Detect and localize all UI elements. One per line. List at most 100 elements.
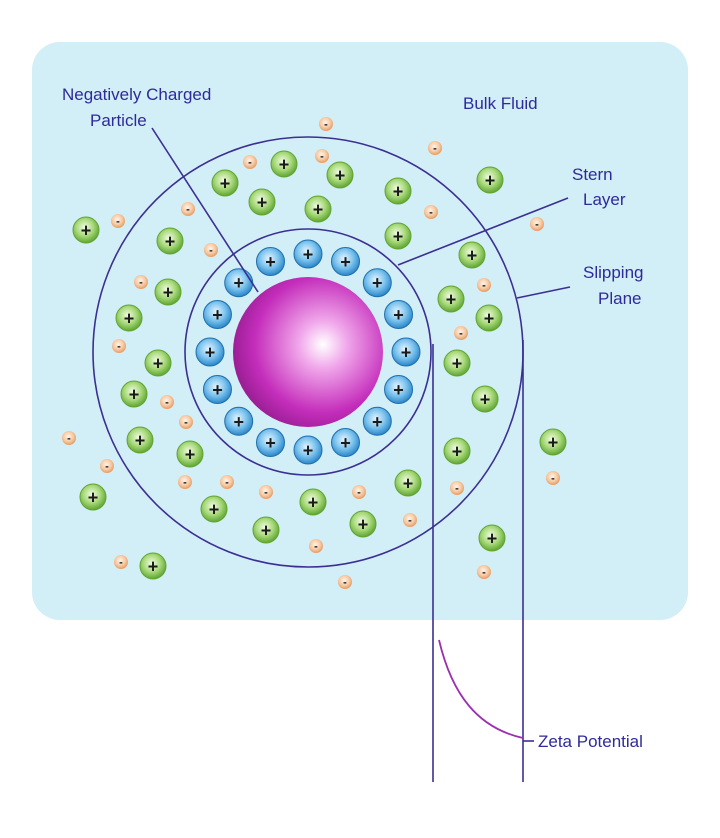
svg-text:-: -: [429, 207, 433, 219]
svg-text:-: -: [314, 541, 318, 553]
anion: -: [62, 431, 76, 445]
diffuse-layer-cation: +: [437, 285, 465, 313]
diffuse-layer-cation: +: [72, 216, 100, 244]
anion: -: [111, 214, 125, 228]
anion: -: [112, 339, 126, 353]
diffuse-layer-cation: +: [211, 169, 239, 197]
svg-text:+: +: [88, 488, 99, 508]
stern-layer-cation: +: [202, 299, 232, 329]
diffuse-layer-cation: +: [443, 437, 471, 465]
stern-layer-label-line1: Stern: [572, 165, 613, 184]
svg-text:+: +: [393, 182, 404, 202]
anion: -: [454, 326, 468, 340]
anion: -: [477, 278, 491, 292]
svg-text:+: +: [265, 433, 276, 453]
anion: -: [352, 485, 366, 499]
stern-layer-cation: +: [391, 337, 421, 367]
svg-text:-: -: [119, 557, 123, 569]
diffuse-layer-cation: +: [176, 440, 204, 468]
svg-text:+: +: [303, 441, 314, 461]
svg-text:+: +: [484, 309, 495, 329]
svg-text:+: +: [279, 155, 290, 175]
diffuse-layer-cation: +: [200, 495, 228, 523]
svg-text:-: -: [408, 515, 412, 527]
svg-text:+: +: [335, 166, 346, 186]
svg-text:-: -: [184, 417, 188, 429]
diffuse-layer-cation: +: [126, 426, 154, 454]
anion: -: [315, 149, 329, 163]
svg-text:+: +: [209, 500, 220, 520]
svg-text:+: +: [233, 273, 244, 293]
stern-layer-cation: +: [384, 299, 414, 329]
anion: -: [309, 539, 323, 553]
svg-text:+: +: [372, 273, 383, 293]
svg-text:-: -: [209, 245, 213, 257]
svg-text:-: -: [482, 567, 486, 579]
anion: -: [179, 415, 193, 429]
stern-layer-cation: +: [384, 375, 414, 405]
svg-text:-: -: [67, 433, 71, 445]
diffuse-layer-cation: +: [471, 385, 499, 413]
stern-layer-cation: +: [331, 428, 361, 458]
svg-text:+: +: [148, 557, 159, 577]
anion: -: [450, 481, 464, 495]
diffuse-layer-cation: +: [120, 380, 148, 408]
ion-layer: ++++++++++++++++++++++++++++++++++++++++…: [62, 117, 567, 589]
anion: -: [178, 475, 192, 489]
svg-text:-: -: [433, 143, 437, 155]
svg-text:-: -: [105, 461, 109, 473]
diffuse-layer-cation: +: [384, 177, 412, 205]
bulk-fluid-label: Bulk Fluid: [463, 94, 538, 113]
svg-text:-: -: [139, 277, 143, 289]
svg-text:+: +: [153, 354, 164, 374]
diffuse-layer-cation: +: [154, 278, 182, 306]
svg-text:+: +: [480, 390, 491, 410]
anion: -: [100, 459, 114, 473]
diffuse-layer-cation: +: [252, 516, 280, 544]
svg-text:-: -: [165, 397, 169, 409]
stern-layer-cation: +: [362, 268, 392, 298]
diffuse-layer-cation: +: [326, 161, 354, 189]
svg-text:-: -: [459, 328, 463, 340]
stern-layer-cation: +: [224, 406, 254, 436]
svg-text:-: -: [264, 487, 268, 499]
diffuse-layer-cation: +: [476, 166, 504, 194]
anion: -: [204, 243, 218, 257]
svg-text:-: -: [186, 204, 190, 216]
diffuse-layer-cation: +: [270, 150, 298, 178]
stern-layer-cation: +: [255, 428, 285, 458]
anion: -: [134, 275, 148, 289]
svg-text:+: +: [393, 305, 404, 325]
negatively-charged-particle: [233, 277, 383, 427]
anion: -: [403, 513, 417, 527]
diffuse-layer-cation: +: [384, 222, 412, 250]
svg-text:+: +: [261, 521, 272, 541]
svg-text:+: +: [393, 380, 404, 400]
svg-text:+: +: [257, 193, 268, 213]
diffuse-layer-cation: +: [539, 428, 567, 456]
particle-label-line1: Negatively Charged: [62, 85, 211, 104]
anion: -: [546, 471, 560, 485]
zeta-potential-label: Zeta Potential: [538, 732, 643, 751]
svg-text:+: +: [212, 380, 223, 400]
diffuse-layer-cation: +: [156, 227, 184, 255]
svg-text:-: -: [117, 341, 121, 353]
anion: -: [424, 205, 438, 219]
diffuse-layer-cation: +: [115, 304, 143, 332]
diffuse-layer-cation: +: [248, 188, 276, 216]
svg-text:+: +: [212, 305, 223, 325]
svg-text:+: +: [446, 290, 457, 310]
anion: -: [160, 395, 174, 409]
svg-text:+: +: [340, 433, 351, 453]
svg-text:-: -: [343, 577, 347, 589]
svg-text:+: +: [124, 309, 135, 329]
stern-layer-cation: +: [362, 406, 392, 436]
diffuse-layer-cation: +: [458, 241, 486, 269]
diffuse-layer-cation: +: [79, 483, 107, 511]
svg-text:+: +: [265, 252, 276, 272]
particle-pointer-line: [151, 127, 259, 293]
anion: -: [181, 202, 195, 216]
svg-text:+: +: [220, 174, 231, 194]
svg-text:+: +: [467, 246, 478, 266]
